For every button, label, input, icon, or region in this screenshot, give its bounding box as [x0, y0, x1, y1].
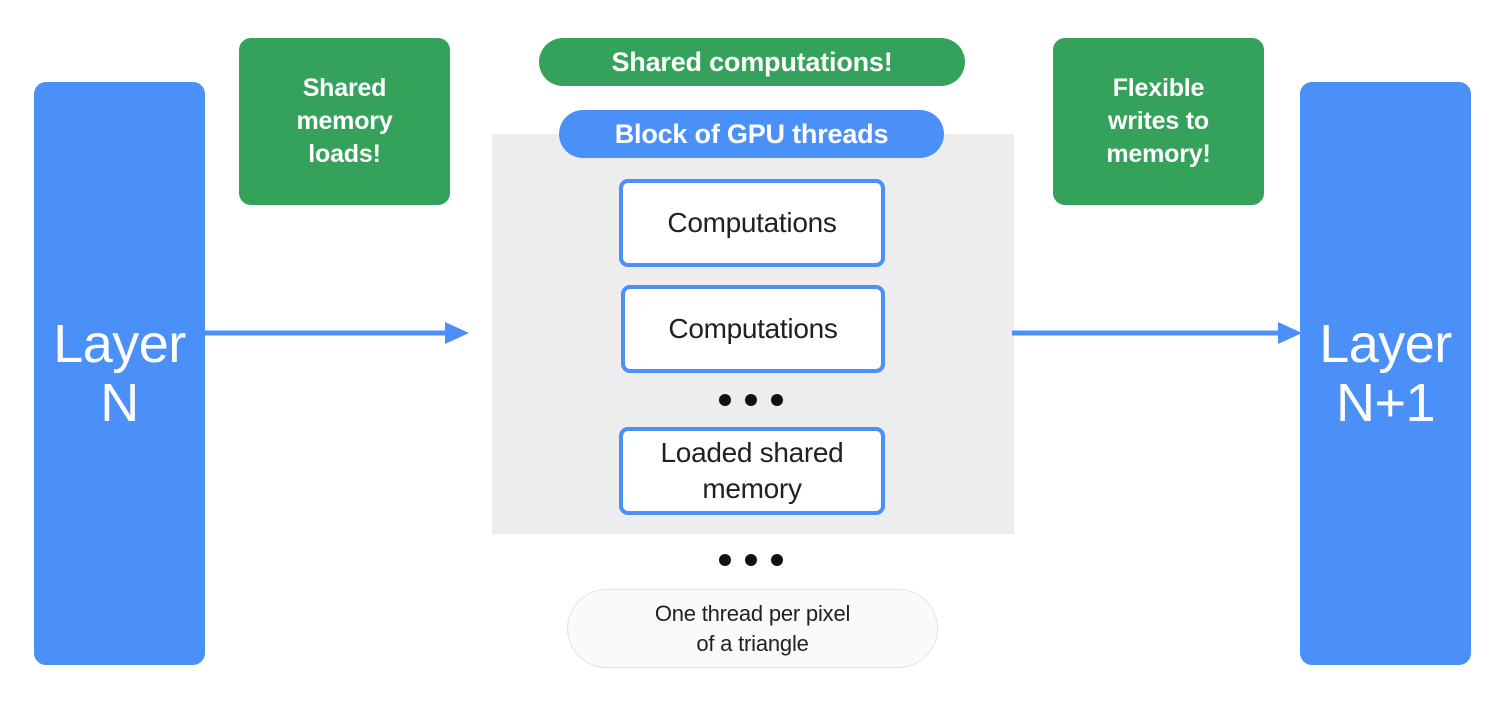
arrow-layer-n-to-block — [205, 322, 469, 344]
ellipsis-dots-inner — [719, 394, 783, 406]
arrow-block-to-layer-n1 — [1012, 322, 1302, 344]
thread-box-loaded-shared-memory: Loaded shared memory — [619, 427, 885, 515]
dot — [745, 394, 757, 406]
dot — [719, 394, 731, 406]
dot — [771, 554, 783, 566]
thread-box-computations-2: Computations — [621, 285, 885, 373]
ellipsis-dots-outer — [719, 554, 783, 566]
dot — [771, 394, 783, 406]
dot — [719, 554, 731, 566]
layer-n-block: Layer N — [34, 82, 205, 665]
callout-flexible-writes-to-memory: Flexible writes to memory! — [1053, 38, 1264, 205]
thread-box-computations-1: Computations — [619, 179, 885, 267]
dot — [745, 554, 757, 566]
pill-shared-computations: Shared computations! — [539, 38, 965, 86]
note-one-thread-per-pixel: One thread per pixel of a triangle — [567, 589, 938, 668]
callout-shared-memory-loads: Shared memory loads! — [239, 38, 450, 205]
layer-n-plus-1-block: Layer N+1 — [1300, 82, 1471, 665]
pill-block-of-gpu-threads: Block of GPU threads — [559, 110, 944, 158]
